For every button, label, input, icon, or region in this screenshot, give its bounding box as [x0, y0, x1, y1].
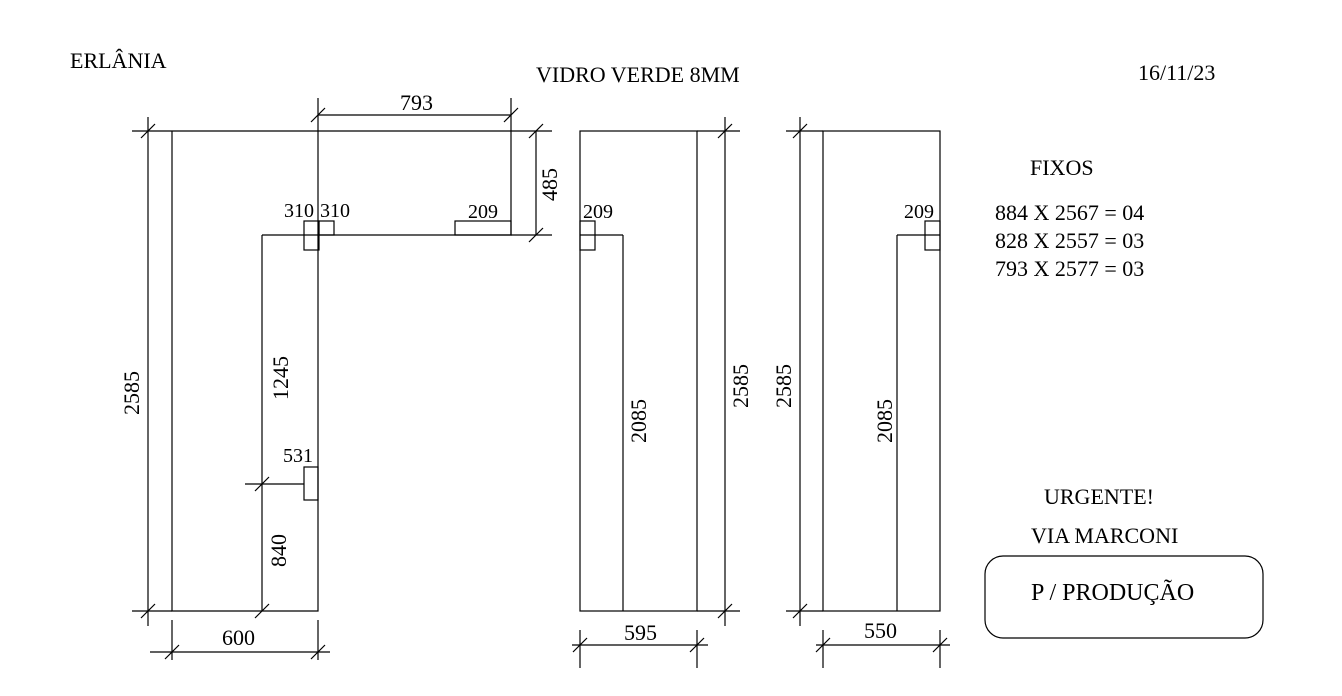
dim-tick — [792, 123, 808, 139]
dim-label-310-b: 310 — [320, 200, 350, 222]
urgent-note: URGENTE! — [1044, 484, 1154, 509]
dim-label-550: 550 — [864, 618, 897, 643]
dim-label-793: 793 — [400, 90, 433, 115]
hinge-cutout-right-panel — [924, 220, 941, 251]
fixos-item: 793 X 2577 = 03 — [995, 256, 1144, 281]
dim-label-531: 531 — [283, 445, 313, 467]
dim-tick — [528, 123, 544, 139]
dim-label-310-a: 310 — [284, 200, 314, 222]
dim-tick — [310, 644, 326, 660]
dim-label-2085-middle: 2085 — [626, 399, 651, 443]
dim-label-209-left: 209 — [468, 201, 498, 223]
right-panel-outline — [822, 130, 941, 612]
dim-label-485: 485 — [537, 168, 562, 201]
production-label: P / PRODUÇÃO — [1031, 580, 1194, 606]
dim-tick — [310, 107, 326, 123]
date-label: 16/11/23 — [1138, 60, 1215, 85]
dim-tick — [164, 644, 180, 660]
dim-label-595: 595 — [624, 620, 657, 645]
middle-panel: 209 2085 2585 595 — [572, 117, 753, 668]
fixos-list: FIXOS 884 X 2567 = 04 828 X 2557 = 03 79… — [995, 155, 1144, 281]
dim-label-209-middle: 209 — [583, 201, 613, 223]
left-panel: 793 485 2585 600 310 310 209 1245 531 84… — [119, 90, 562, 660]
production-box — [984, 555, 1264, 639]
dim-label-2085-right: 2085 — [872, 399, 897, 443]
fixos-heading: FIXOS — [1030, 155, 1094, 180]
fixos-item: 884 X 2567 = 04 — [995, 200, 1144, 225]
handle-cutout — [303, 466, 319, 501]
dim-label-2585-left: 2585 — [119, 371, 144, 415]
dim-tick — [717, 603, 733, 619]
dim-label-840: 840 — [266, 534, 291, 567]
dim-label-1245: 1245 — [268, 356, 293, 400]
dim-tick — [254, 603, 270, 619]
hinge-cutout-right — [318, 220, 335, 236]
dim-tick — [254, 476, 270, 492]
dim-tick — [140, 123, 156, 139]
dim-tick — [140, 603, 156, 619]
middle-panel-outline — [579, 130, 698, 612]
client-name: ERLÂNIA — [70, 48, 167, 73]
hinge-cutout-middle — [579, 220, 596, 251]
fixos-item: 828 X 2557 = 03 — [995, 228, 1144, 253]
location-note: VIA MARCONI — [1031, 523, 1178, 548]
dim-tick — [689, 637, 705, 653]
dim-tick — [932, 637, 948, 653]
right-panel: 209 2085 2585 550 — [771, 117, 950, 668]
dim-label-600: 600 — [222, 625, 255, 650]
dim-tick — [528, 227, 544, 243]
dim-tick — [572, 637, 588, 653]
dim-label-209-right: 209 — [904, 201, 934, 223]
dim-tick — [717, 123, 733, 139]
lock-cutout-top — [454, 220, 512, 236]
dim-tick — [503, 107, 519, 123]
dim-label-2585-middle: 2585 — [728, 364, 753, 408]
dim-tick — [815, 637, 831, 653]
material-title: VIDRO VERDE 8MM — [536, 62, 740, 87]
dim-label-2585-right: 2585 — [771, 364, 796, 408]
dim-tick — [792, 603, 808, 619]
